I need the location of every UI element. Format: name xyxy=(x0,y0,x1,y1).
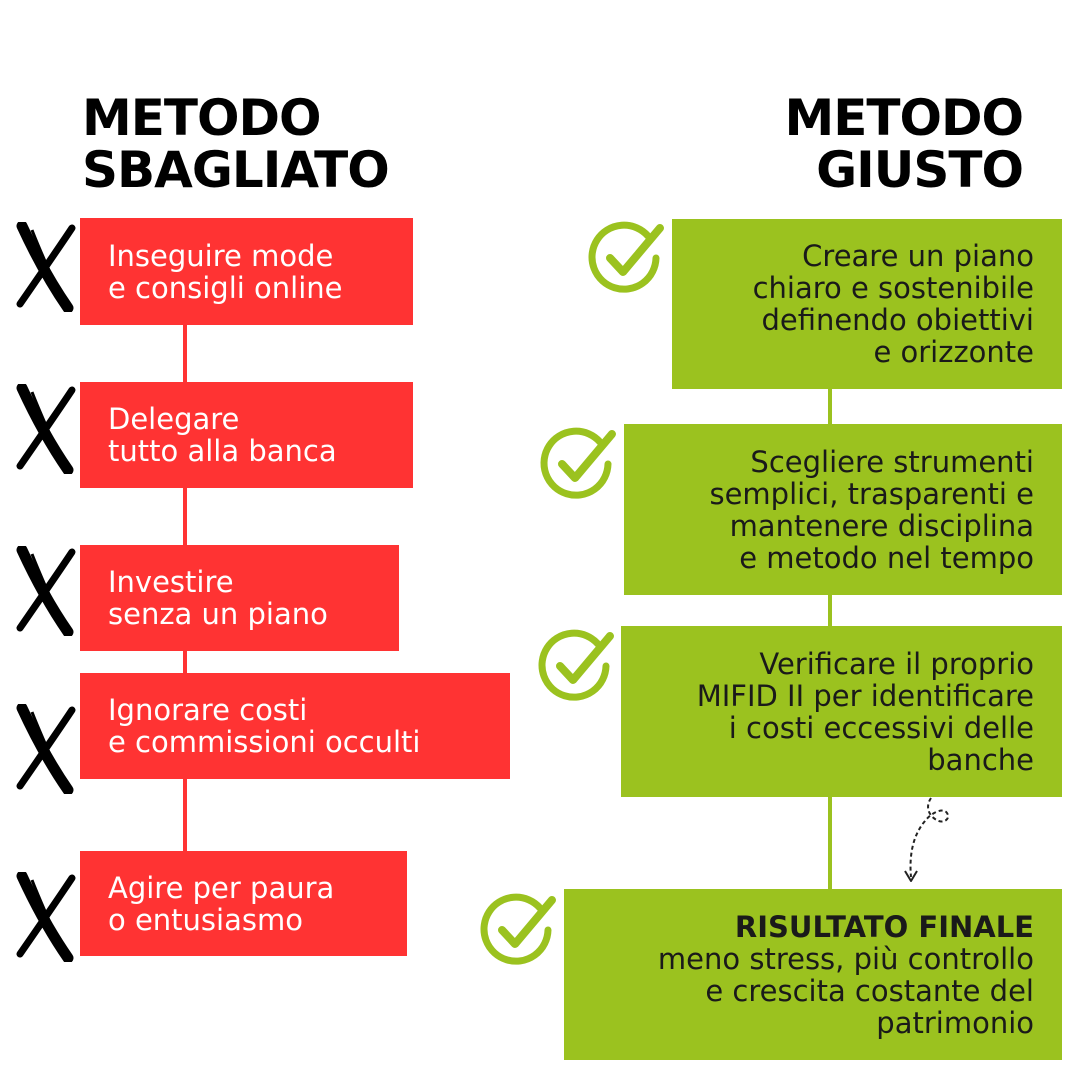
item-text: patrimonio xyxy=(876,1005,1034,1040)
item-text: e consigli online xyxy=(108,270,343,305)
x-mark-icon xyxy=(16,384,76,474)
check-circle-icon xyxy=(588,221,664,293)
wrong-method-title: METODO SBAGLIATO xyxy=(82,89,390,199)
item-text: Ignorare costi xyxy=(108,693,308,727)
x-mark-icon xyxy=(16,546,76,636)
item-text: Creare un piano xyxy=(802,239,1034,273)
right-method-item: Verificare il proprio MIFID II per ident… xyxy=(621,626,1062,797)
wrong-method-item: Ignorare costi e commissioni occulti xyxy=(80,673,510,779)
item-text: chiaro e sostenibile xyxy=(752,271,1034,305)
item-text: MIFID II per identificare xyxy=(696,678,1034,713)
title-line: METODO xyxy=(82,89,322,147)
item-text: tutto alla banca xyxy=(108,434,337,468)
connector-line xyxy=(828,388,832,426)
x-mark-icon xyxy=(16,222,76,312)
x-mark-icon xyxy=(16,872,76,962)
item-text: Agire per paura xyxy=(108,870,335,905)
check-circle-icon xyxy=(480,893,556,965)
connector-line xyxy=(183,488,187,546)
item-text: definendo obiettivi xyxy=(761,303,1034,337)
title-line: GIUSTO xyxy=(816,141,1024,199)
x-mark-icon xyxy=(16,704,76,794)
item-text: i costi eccessivi delle xyxy=(728,710,1034,745)
right-method-item: Scegliere strumenti semplici, trasparent… xyxy=(624,424,1062,595)
item-text: e orizzonte xyxy=(873,335,1034,369)
connector-line xyxy=(183,778,187,852)
wrong-method-item: Delegare tutto alla banca xyxy=(80,382,413,488)
dashed-arrow-icon xyxy=(904,797,949,882)
connector-line xyxy=(828,796,832,892)
item-text: e metodo nel tempo xyxy=(739,540,1034,575)
item-text: Inseguire mode xyxy=(108,238,334,273)
connector-line xyxy=(183,325,187,383)
right-method-item: Creare un piano chiaro e sostenibile def… xyxy=(672,219,1062,389)
item-text: e crescita costante del xyxy=(705,973,1034,1008)
item-text: senza un piano xyxy=(108,597,328,631)
connector-line xyxy=(828,594,832,628)
wrong-method-item: Inseguire mode e consigli online xyxy=(80,218,413,325)
item-text: Scegliere strumenti xyxy=(750,444,1034,479)
item-text: meno stress, più controllo xyxy=(657,941,1034,976)
check-circle-icon xyxy=(538,629,614,701)
item-text: mantenere disciplina xyxy=(729,508,1034,543)
connector-line xyxy=(183,650,187,674)
title-line: SBAGLIATO xyxy=(82,141,390,199)
check-circle-icon xyxy=(540,427,616,499)
final-result-box: RISULTATO FINALE meno stress, più contro… xyxy=(564,889,1062,1060)
item-text: e commissioni occulti xyxy=(108,725,421,759)
final-result-heading: RISULTATO FINALE xyxy=(734,909,1034,944)
item-text: Verificare il proprio xyxy=(759,646,1034,681)
title-line: METODO xyxy=(784,89,1024,147)
item-text: o entusiasmo xyxy=(108,902,303,937)
wrong-method-item: Agire per paura o entusiasmo xyxy=(80,851,407,956)
item-text: Delegare xyxy=(108,402,240,436)
item-text: Investire xyxy=(108,565,234,599)
right-method-title: METODO GIUSTO xyxy=(784,89,1024,199)
item-text: semplici, trasparenti e xyxy=(709,476,1034,511)
item-text: banche xyxy=(927,742,1034,777)
wrong-method-item: Investire senza un piano xyxy=(80,545,399,651)
